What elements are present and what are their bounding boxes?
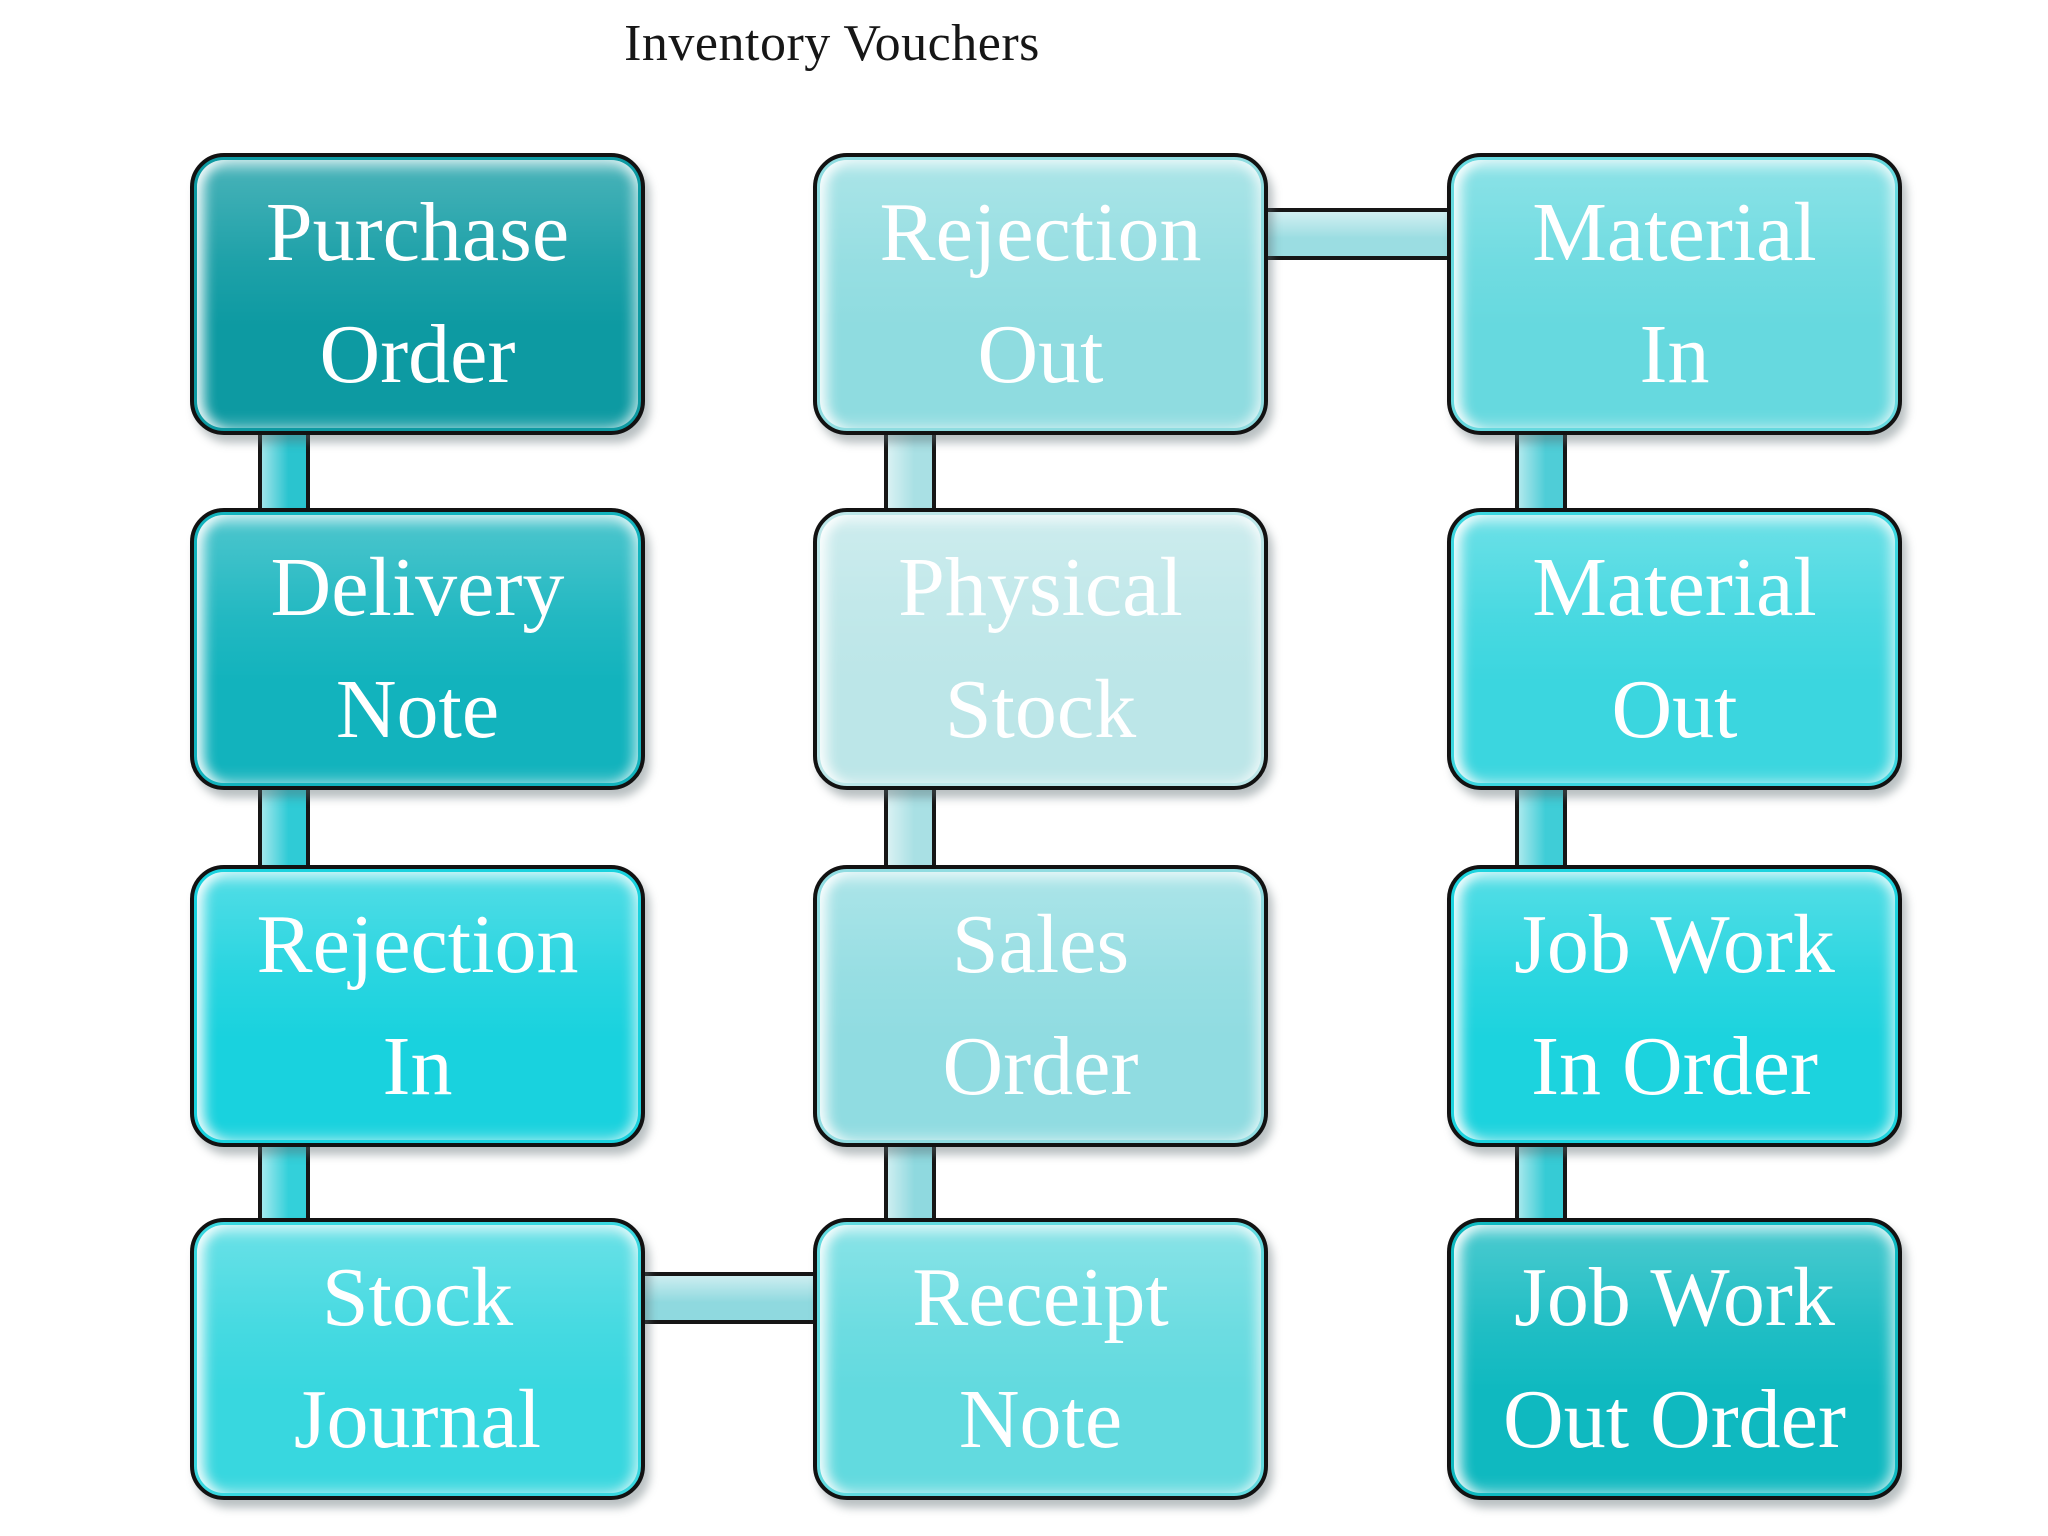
connector-rejection-out-to-material-in: [1260, 208, 1452, 260]
node-rejection-out: Rejection Out: [813, 153, 1268, 435]
node-label-line: Out: [1611, 663, 1738, 756]
node-label-line: In: [382, 1020, 453, 1113]
node-label-line: Note: [958, 1373, 1123, 1466]
node-label-line: Physical: [898, 541, 1183, 634]
connector-material-out-to-job-work-in-order: [1515, 786, 1567, 870]
node-material-in: Material In: [1447, 153, 1902, 435]
node-label-line: Job Work: [1514, 1251, 1835, 1344]
connector-purchase-order-to-delivery-note: [258, 428, 310, 516]
node-label-line: Order: [319, 308, 516, 401]
node-label-line: Note: [335, 663, 500, 756]
node-label-line: Order: [942, 1020, 1139, 1113]
node-label-line: Rejection: [879, 186, 1202, 279]
connector-sales-order-to-receipt-note: [884, 1140, 936, 1226]
node-stock-journal: Stock Journal: [190, 1218, 645, 1500]
node-receipt-note: Receipt Note: [813, 1218, 1268, 1500]
node-label-line: Rejection: [256, 898, 579, 991]
node-label-line: Delivery: [270, 541, 565, 634]
node-physical-stock: Physical Stock: [813, 508, 1268, 790]
node-label-line: Material: [1532, 186, 1817, 279]
node-label-line: Purchase: [265, 186, 570, 279]
node-label-line: Material: [1532, 541, 1817, 634]
node-label-line: Stock: [321, 1251, 514, 1344]
node-label-line: Out Order: [1503, 1373, 1846, 1466]
node-purchase-order: Purchase Order: [190, 153, 645, 435]
connector-rejection-in-to-stock-journal: [258, 1140, 310, 1226]
node-label-line: Job Work: [1514, 898, 1835, 991]
node-label-line: Receipt: [912, 1251, 1169, 1344]
connector-job-work-in-order-to-job-work-out-order: [1515, 1140, 1567, 1226]
node-material-out: Material Out: [1447, 508, 1902, 790]
node-job-work-out-order: Job Work Out Order: [1447, 1218, 1902, 1500]
node-label-line: In Order: [1531, 1020, 1818, 1113]
node-label-line: Sales: [951, 898, 1130, 991]
connector-delivery-note-to-rejection-in: [258, 786, 310, 870]
node-label-line: In: [1639, 308, 1710, 401]
node-label-line: Stock: [944, 663, 1137, 756]
node-delivery-note: Delivery Note: [190, 508, 645, 790]
connector-stock-journal-to-receipt-note: [638, 1272, 818, 1324]
node-label-line: Journal: [293, 1373, 542, 1466]
connector-material-in-to-material-out: [1515, 428, 1567, 516]
connector-physical-stock-to-sales-order: [884, 786, 936, 870]
page-title: Inventory Vouchers: [624, 15, 1040, 72]
node-sales-order: Sales Order: [813, 865, 1268, 1147]
node-rejection-in: Rejection In: [190, 865, 645, 1147]
node-job-work-in-order: Job Work In Order: [1447, 865, 1902, 1147]
connector-rejection-out-to-physical-stock: [884, 428, 936, 516]
node-label-line: Out: [977, 308, 1104, 401]
